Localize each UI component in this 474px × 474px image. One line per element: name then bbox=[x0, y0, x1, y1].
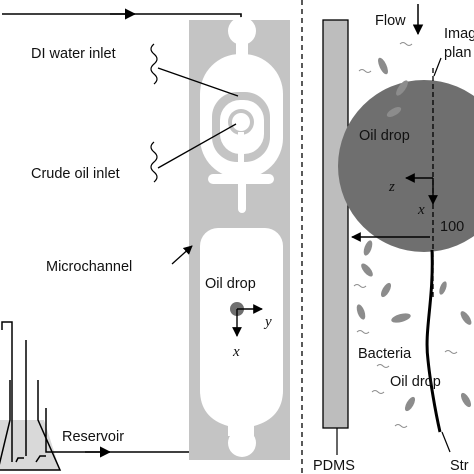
oil-drop-label-left: Oil drop bbox=[205, 276, 256, 292]
crude-oil-inlet-label: Crude oil inlet bbox=[31, 166, 120, 182]
drop-axes-right bbox=[405, 173, 438, 205]
pdms-wall bbox=[322, 19, 349, 429]
leader-lines bbox=[157, 67, 239, 265]
y-axis-label: y bbox=[263, 314, 272, 330]
distance-label: 100 bbox=[440, 219, 464, 235]
pdms-label: PDMS bbox=[313, 458, 355, 474]
inlet-port bbox=[228, 17, 256, 45]
label-squiggles bbox=[150, 43, 158, 183]
bacteria-label: Bacteria bbox=[358, 346, 412, 362]
streamer bbox=[425, 249, 442, 433]
di-water-inlet-label: DI water inlet bbox=[31, 46, 116, 62]
flow-label: Flow bbox=[375, 13, 406, 29]
bacteria bbox=[356, 57, 472, 412]
image-plane-label-2: plan bbox=[444, 45, 471, 61]
reservoir-beaker bbox=[0, 321, 62, 471]
oil-drop-label-bottom: Oil drop bbox=[390, 374, 441, 390]
drop-axes-left bbox=[232, 304, 263, 337]
x-axis-label-left: x bbox=[232, 344, 240, 360]
oil-drop-label-right: Oil drop bbox=[359, 128, 410, 144]
reservoir-label: Reservoir bbox=[62, 429, 124, 445]
microchannel-chip bbox=[189, 17, 290, 460]
z-axis-label: z bbox=[388, 179, 395, 195]
oil-drop-large bbox=[338, 80, 474, 252]
x-axis-label-right: x bbox=[417, 202, 425, 218]
outlet-port bbox=[228, 429, 256, 457]
streamer-label: Str bbox=[450, 458, 469, 474]
microchannel-label: Microchannel bbox=[46, 259, 132, 275]
image-plane-label-1: Imag bbox=[444, 26, 474, 42]
main-channel bbox=[200, 228, 283, 408]
bacteria-flagella bbox=[353, 42, 458, 428]
